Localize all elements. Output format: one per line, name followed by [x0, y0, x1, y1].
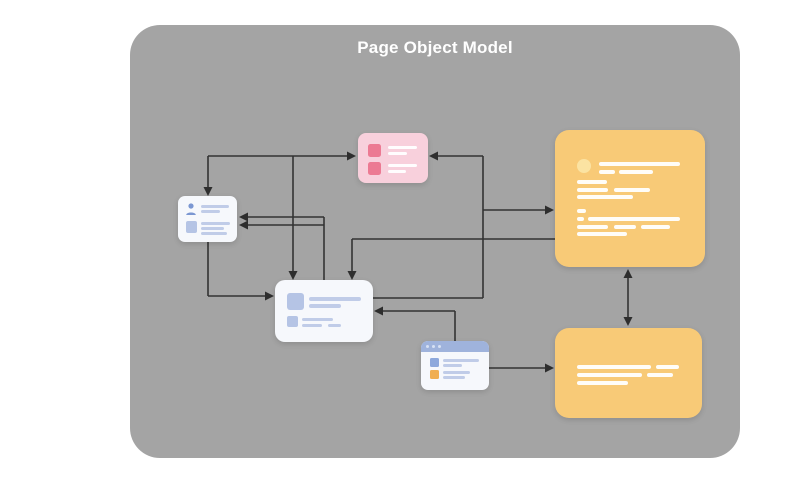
skeleton-line: [647, 373, 673, 377]
skeleton-line: [614, 225, 636, 229]
skeleton-line: [577, 373, 642, 377]
skeleton-line: [577, 195, 633, 199]
skeleton-line: [577, 209, 586, 213]
skeleton-line: [201, 227, 224, 230]
skeleton-line: [443, 371, 470, 374]
user-profile-card: [178, 196, 237, 242]
skeleton-line: [302, 318, 333, 321]
skeleton-line: [599, 162, 680, 166]
skeleton-line: [656, 365, 679, 369]
component-card: [275, 280, 373, 342]
thumbnail-square: [186, 221, 197, 233]
skeleton-line: [388, 152, 407, 155]
detail-panel-top: [555, 130, 705, 267]
skeleton-line: [443, 376, 465, 379]
thumbnail-square-orange: [430, 370, 439, 379]
diagram-title: Page Object Model: [357, 38, 513, 57]
skeleton-line: [201, 222, 230, 225]
skeleton-line: [577, 225, 608, 229]
skeleton-line: [443, 364, 462, 367]
skeleton-line: [388, 164, 417, 167]
list-bullet-square: [368, 162, 381, 175]
skeleton-line: [201, 205, 229, 208]
skeleton-line: [599, 170, 615, 174]
thumbnail-square: [430, 358, 439, 367]
skeleton-line: [577, 381, 628, 385]
circle-badge-icon: [577, 159, 591, 173]
thumbnail-square: [287, 293, 304, 310]
skeleton-line: [641, 225, 670, 229]
skeleton-line: [443, 359, 479, 362]
skeleton-line: [577, 188, 608, 192]
detail-panel-bottom: [555, 328, 702, 418]
skeleton-line: [577, 365, 651, 369]
user-icon: [186, 203, 196, 215]
skeleton-line: [388, 170, 406, 173]
skeleton-line: [577, 217, 584, 221]
thumbnail-square: [287, 316, 298, 327]
skeleton-line: [309, 297, 361, 301]
list-bullet-square: [368, 144, 381, 157]
skeleton-line: [619, 170, 653, 174]
window-control-dot: [438, 345, 441, 348]
browser-window: [421, 341, 489, 390]
skeleton-line: [201, 232, 227, 235]
skeleton-line: [328, 324, 341, 327]
skeleton-line: [577, 232, 627, 236]
skeleton-line: [201, 210, 220, 213]
browser-titlebar: [421, 341, 489, 352]
skeleton-line: [614, 188, 650, 192]
skeleton-line: [309, 304, 341, 308]
window-control-dot: [432, 345, 435, 348]
window-control-dot: [426, 345, 429, 348]
skeleton-line: [302, 324, 322, 327]
skeleton-line: [388, 146, 417, 149]
pink-list-card: [358, 133, 428, 183]
skeleton-line: [577, 180, 607, 184]
skeleton-line: [588, 217, 680, 221]
